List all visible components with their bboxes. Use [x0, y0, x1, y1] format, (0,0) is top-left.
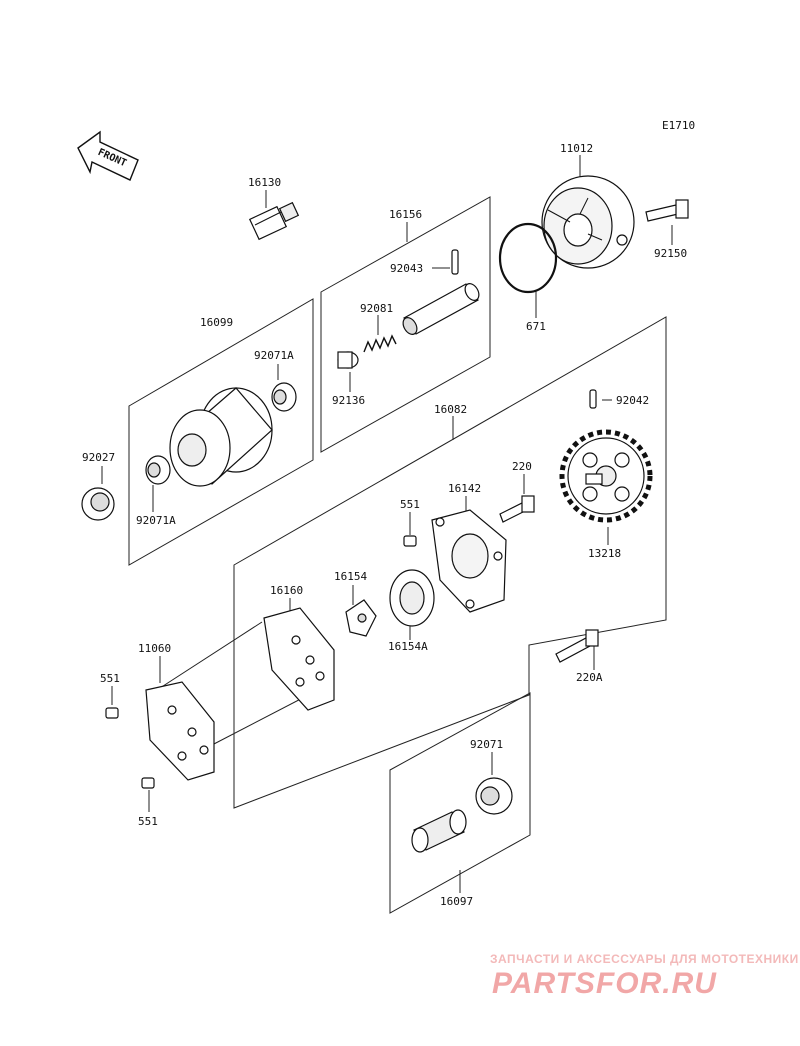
watermark-logo-text: PARTSFOR.RU: [492, 967, 717, 1000]
leader-lines: [101, 155, 673, 893]
label-16160: 16160: [270, 584, 303, 597]
label-92150: 92150: [654, 247, 687, 260]
label-16154a: 16154A: [388, 640, 428, 653]
part-92043-pin: [451, 249, 459, 275]
part-551-dowel-left: [105, 707, 119, 719]
label-551-top: 551: [400, 498, 420, 511]
label-671: 671: [526, 320, 546, 333]
diagram-code: E1710: [662, 119, 695, 132]
part-671-o-ring: [498, 222, 558, 294]
label-16082: 16082: [434, 403, 467, 416]
part-16130-fitting: [248, 201, 300, 241]
part-92081-spring: [363, 334, 397, 353]
label-16154: 16154: [334, 570, 367, 583]
part-16160-plate: [263, 607, 335, 711]
part-labels: 16130 16156 92043 92081 92136 11012 9215…: [82, 142, 687, 908]
part-92136-collar: [337, 351, 359, 369]
part-16099-oil-filter: [169, 387, 273, 487]
watermark: ЗАПЧАСТИ И АКСЕССУАРЫ ДЛЯ МОТОТЕХНИКИ PA…: [490, 952, 799, 1000]
label-11012: 11012: [560, 142, 593, 155]
label-16099: 16099: [200, 316, 233, 329]
part-92071a-seal-top: [271, 382, 297, 412]
part-551-dowel-bottom: [141, 777, 155, 789]
label-92081: 92081: [360, 302, 393, 315]
part-92027-collar: [81, 487, 115, 521]
label-92071: 92071: [470, 738, 503, 751]
part-16154a-outer-rotor: [389, 569, 435, 627]
label-92136: 92136: [332, 394, 365, 407]
label-92071a-top: 92071A: [254, 349, 294, 362]
part-16142-pump-body: [431, 509, 507, 613]
part-220a-bolt: [555, 629, 599, 663]
part-11012-cover: [541, 175, 635, 269]
group-frames: [128, 196, 667, 914]
label-220: 220: [512, 460, 532, 473]
label-16142: 16142: [448, 482, 481, 495]
front-arrow-icon: FRONT: [77, 130, 139, 181]
part-92150-bolt: [645, 199, 689, 222]
part-16156-valve: [402, 283, 480, 335]
part-551-dowel-top: [403, 535, 417, 547]
label-16097: 16097: [440, 895, 473, 908]
part-16097-strainer: [411, 809, 467, 853]
label-92027: 92027: [82, 451, 115, 464]
watermark-tagline: ЗАПЧАСТИ И АКСЕССУАРЫ ДЛЯ МОТОТЕХНИКИ: [490, 952, 799, 966]
part-11060-gasket: [145, 681, 215, 781]
label-16156: 16156: [389, 208, 422, 221]
part-13218-gear: [559, 429, 653, 523]
label-92071a-bottom: 92071A: [136, 514, 176, 527]
label-13218: 13218: [588, 547, 621, 560]
part-16154-inner-rotor: [345, 599, 377, 637]
label-551-bottom: 551: [138, 815, 158, 828]
label-92043: 92043: [390, 262, 423, 275]
label-11060: 11060: [138, 642, 171, 655]
part-92071-seal: [475, 777, 513, 815]
part-92042-pin: [589, 389, 597, 409]
label-220a: 220A: [576, 671, 603, 684]
part-220-screw: [499, 495, 535, 523]
label-16130: 16130: [248, 176, 281, 189]
part-92071a-seal-bottom: [145, 455, 171, 485]
label-551-left: 551: [100, 672, 120, 685]
label-92042: 92042: [616, 394, 649, 407]
